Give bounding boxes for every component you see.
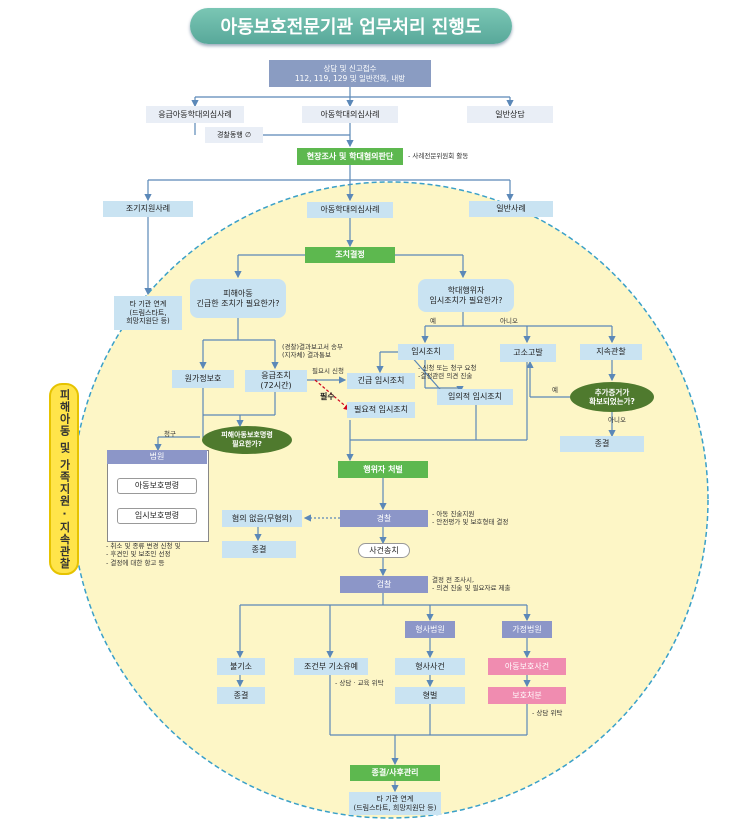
- action-decision-node: 조치결정: [305, 247, 395, 263]
- if-needed-note: 필요시 신청: [312, 367, 344, 375]
- protection-disposition-node: 보호처분: [488, 687, 566, 704]
- claim-note: 청구: [164, 430, 176, 438]
- emergency-72h-node: 응급조치 (72시간): [245, 370, 307, 392]
- case-transfer-node: 사건송치: [358, 543, 410, 558]
- victim-child-node: 피해아동 긴급한 조치가 필요한가?: [190, 279, 286, 318]
- emergency-provisional-node: 긴급 임시조치: [347, 373, 415, 389]
- extra-evidence-node: 추가증거가 확보되었는가?: [570, 382, 654, 412]
- side-label: 피해아동 및 가족지원 · 지속관찰: [49, 383, 79, 575]
- field-investigation-node: 현장조사 및 학대혐의판단: [297, 148, 403, 165]
- other-agency-node-2: 타 기관 연계 (드림스타트, 희망지원단 등): [349, 792, 441, 815]
- conditional-suspension-node: 조건부 기소유예: [294, 658, 368, 675]
- yes-note-1: 예: [430, 317, 436, 325]
- general-consult-node: 일반상담: [467, 106, 553, 123]
- child-protection-case-node: 아동보호사건: [488, 658, 566, 675]
- required-provisional-node: 필요적 임시조치: [347, 402, 415, 418]
- end-node-1: 종결: [560, 436, 644, 452]
- abuse-case-node: 아동학대의심사례: [307, 202, 393, 218]
- prosecution-note: 결정 전 조사시, - 의견 진술 및 필요자료 제출: [432, 576, 511, 593]
- criminal-court-node: 형사법원: [405, 621, 455, 638]
- yes-note-2: 예: [552, 386, 558, 394]
- closure-aftercare-node: 종결/사후관리: [350, 765, 440, 781]
- police-report-note: (경찰)결과보고서 송부 (지자체) 결과통보: [282, 343, 343, 360]
- end-node-3: 종결: [217, 687, 265, 704]
- family-court-node: 가정법원: [502, 621, 552, 638]
- punishment-node: 형벌: [395, 687, 465, 704]
- case-committee-note: - 사례전문위원회 활동: [408, 152, 469, 160]
- provisional-note: - 신청 또는 청구 요청 -결정관련 의견 진술: [418, 364, 477, 381]
- page-title: 아동보호전문기관 업무처리 진행도: [190, 8, 512, 44]
- protection-order-question-node: 피해아동보호명령 필요한가?: [202, 426, 292, 454]
- emergency-case-node: 응급아동학대의심사례: [146, 106, 244, 123]
- court-note: - 취소 및 종류 변경 신청 및 - 후견인 및 보조인 선정 - 결정에 대…: [106, 542, 181, 567]
- court-node: 법원: [107, 450, 207, 464]
- no-note-2: 아니오: [608, 416, 626, 424]
- optional-provisional-node: 임의적 임시조치: [437, 389, 513, 405]
- no-note-1: 아니오: [500, 317, 518, 325]
- general-case-node: 일반사례: [469, 201, 553, 217]
- other-agency-node-1: 타 기관 연계 (드림스타트, 희망지원단 등): [114, 296, 182, 330]
- intake-node: 상담 및 신고접수 112, 119, 129 및 일반전화, 내방: [269, 60, 431, 87]
- child-protection-order-node: 아동보호명령: [117, 478, 197, 494]
- home-protection-node: 원가정보호: [172, 370, 234, 388]
- early-support-node: 조기지원사례: [103, 201, 193, 217]
- perpetrator-punish-node: 행위자 처벌: [338, 461, 428, 478]
- consign-note: - 상담 위탁: [532, 709, 563, 717]
- police-escort-node: 경찰동행 ∅: [205, 127, 263, 143]
- prosecution-node: 검찰: [340, 576, 428, 593]
- temp-protection-order-node: 임시보호명령: [117, 508, 197, 524]
- continued-monitoring-node: 지속관찰: [580, 344, 642, 360]
- non-indictment-node: 불기소: [217, 658, 265, 675]
- perpetrator-node: 학대행위자 임시조치가 필요한가?: [418, 279, 514, 312]
- court-box: [107, 450, 209, 542]
- mandatory-note: 필수: [320, 392, 335, 401]
- criminal-case-node: 형사사건: [395, 658, 465, 675]
- provisional-measure-node: 임시조치: [398, 344, 454, 360]
- police-node: 경찰: [340, 510, 428, 527]
- complaint-filing-node: 고소고발: [500, 344, 556, 362]
- end-node-2: 종결: [222, 541, 296, 558]
- counseling-note: - 상담 · 교육 위탁: [335, 679, 384, 687]
- police-note: - 아동 진술지원 - 안전평가 및 보호형태 결정: [432, 510, 509, 527]
- suspected-case-node: 아동학대의심사례: [302, 106, 398, 123]
- no-charge-node: 혐의 없음(무혐의): [222, 510, 302, 527]
